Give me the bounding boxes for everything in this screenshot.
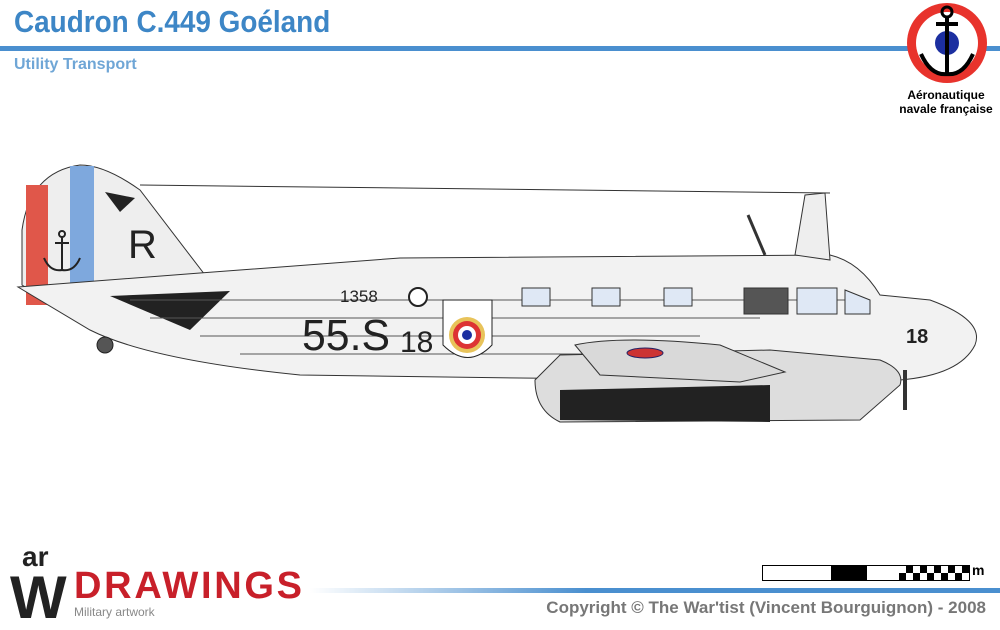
naval-aviation-roundel (907, 3, 987, 83)
scale-unit: m (972, 562, 985, 578)
nose-number: 18 (906, 326, 928, 348)
tail-red-stripe (26, 185, 48, 305)
window (591, 287, 621, 307)
unit-code: 55.S (302, 311, 390, 360)
copyright: Copyright © The War'tist (Vincent Bourgu… (546, 598, 986, 617)
insignia-line2: navale française (899, 102, 993, 116)
footer-divider (310, 588, 1000, 593)
logo-drawings: DRAWINGS (74, 565, 302, 607)
tail-letter: R (128, 223, 157, 267)
tail-anchor-icon (43, 230, 81, 272)
serial-number: 1358 (340, 287, 378, 306)
page-subtitle: Utility Transport (14, 56, 137, 73)
unit-number: 18 (400, 326, 433, 359)
scale-bar (762, 565, 970, 581)
insignia-line1: Aéronautique (907, 88, 985, 102)
page-title: Caudron C.449 Goéland (14, 4, 331, 39)
wardrawings-logo: W ar DRAWINGS Military artwork (10, 541, 302, 620)
logo-ar: ar (22, 541, 49, 572)
aircraft-profile: R 1358 55.S 18 18 (16, 164, 977, 423)
window (521, 287, 551, 307)
logo-w: W (10, 564, 67, 620)
logo-tagline: Military artwork (74, 605, 156, 619)
header-divider (0, 46, 1000, 51)
window (663, 287, 693, 307)
aircraft-drawing (16, 164, 977, 423)
insignia-caption: Aéronautique navale française (890, 88, 1000, 116)
anchor-icon (919, 5, 975, 77)
